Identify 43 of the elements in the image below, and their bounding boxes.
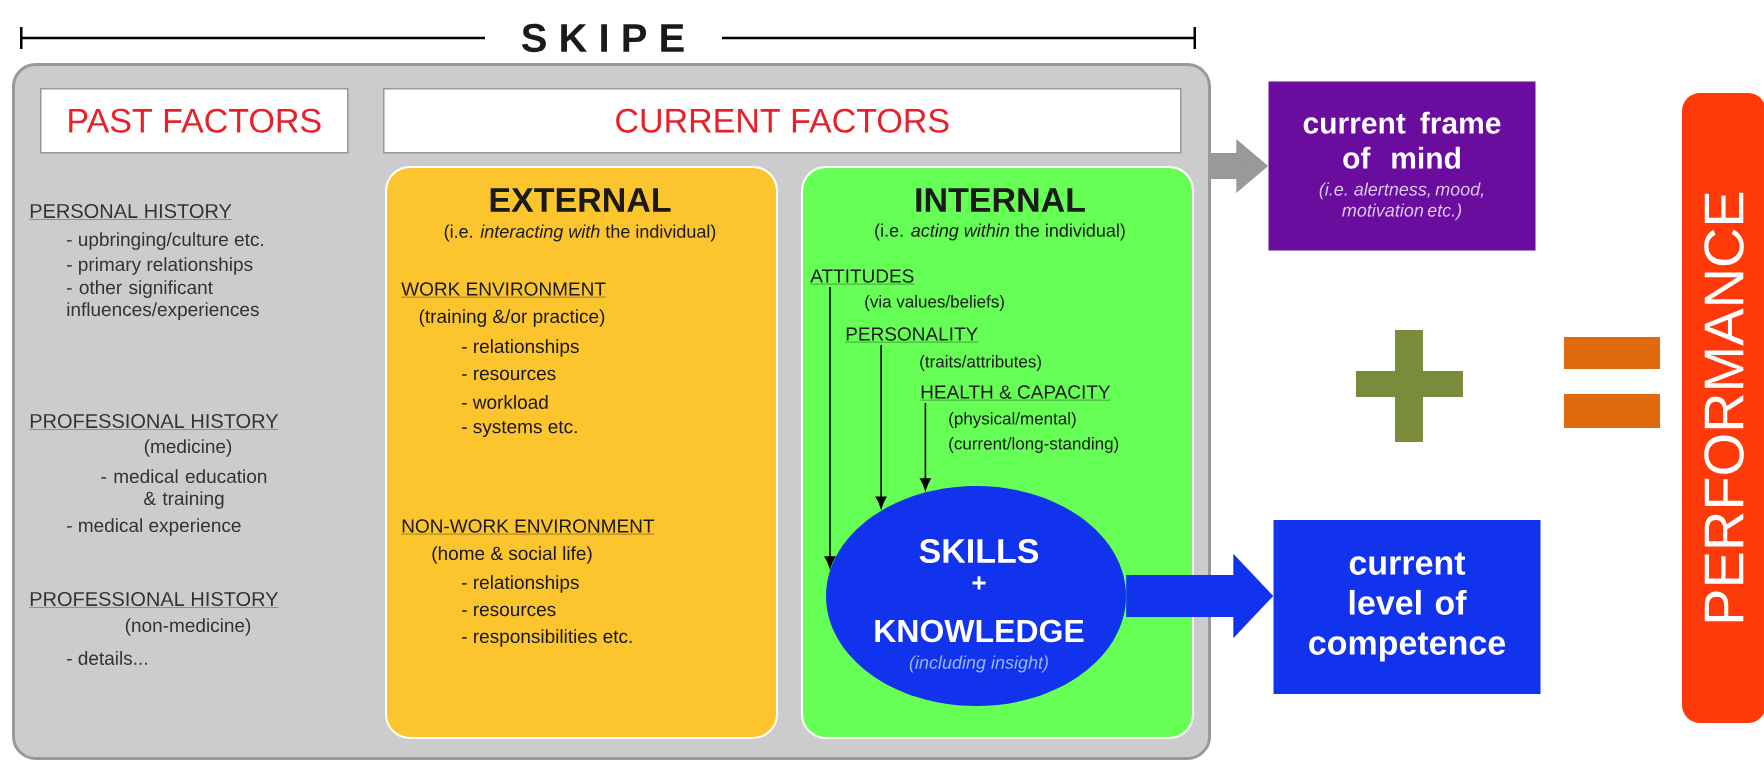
- section-heading: ATTITUDES: [810, 269, 915, 285]
- oval: SKILLS + KNOWLEDGE (including insight): [826, 486, 1126, 706]
- info-box: current frame of mind (i.e. alertness, mood, motivation etc.): [1268, 81, 1536, 251]
- section-heading: PERSONAL HISTORY: [29, 203, 233, 220]
- subtitle: (i.e. interacting with the individual): [444, 224, 716, 242]
- panel-heading: EXTERNAL: [490, 188, 671, 212]
- section-heading: NON-WORK ENVIRONMENT: [401, 519, 655, 535]
- subtitle: (i.e. acting within the individual): [875, 223, 1125, 241]
- list-item: (training &/or practice): [419, 309, 605, 327]
- heading-box: CURRENT FACTORS: [383, 88, 1182, 154]
- list-item: - primary relationships: [67, 257, 253, 275]
- panel-heading: INTERNAL: [916, 188, 1085, 212]
- subtitle: (physical/mental): [949, 412, 1076, 428]
- section-heading: PERSONALITY: [845, 327, 979, 343]
- subtitle: (non-medicine): [125, 618, 251, 636]
- arrow: [824, 286, 836, 569]
- arrow: [875, 344, 887, 509]
- list-item: - medical experience: [67, 518, 241, 536]
- list-item: - other significant influences/experiences: [67, 280, 259, 320]
- list-item: - systems etc.: [462, 420, 577, 438]
- result-bar: PERFORMANCE: [1682, 93, 1764, 723]
- title: S K I P E: [521, 23, 684, 53]
- list-item: (home & social life): [432, 546, 592, 564]
- list-item: - upbringing/culture etc.: [67, 232, 263, 250]
- list-item: - resources: [462, 605, 556, 617]
- list-item: - relationships: [462, 339, 579, 357]
- subtitle: (traits/attributes): [920, 355, 1041, 371]
- heading-box: PAST FACTORS: [40, 88, 349, 154]
- subtitle: (via values/beliefs): [865, 295, 1004, 311]
- section-heading: HEALTH & CAPACITY: [920, 385, 1111, 401]
- subtitle: (medicine): [144, 439, 232, 457]
- section-heading: WORK ENVIRONMENT: [401, 282, 607, 298]
- list-item: - responsibilities etc.: [462, 629, 632, 647]
- arrow: [920, 402, 931, 491]
- subtitle: (current/long-standing): [949, 437, 1119, 453]
- list-item: - details...: [67, 651, 147, 665]
- list-item: - resources: [462, 369, 556, 381]
- list-item: - workload: [462, 395, 548, 409]
- section-heading: PROFESSIONAL HISTORY: [29, 591, 279, 608]
- section-heading: PROFESSIONAL HISTORY: [29, 413, 279, 430]
- list-item: - medical education & training: [101, 469, 267, 509]
- list-item: - relationships: [462, 575, 579, 593]
- info-box: current level of competence: [1273, 520, 1541, 694]
